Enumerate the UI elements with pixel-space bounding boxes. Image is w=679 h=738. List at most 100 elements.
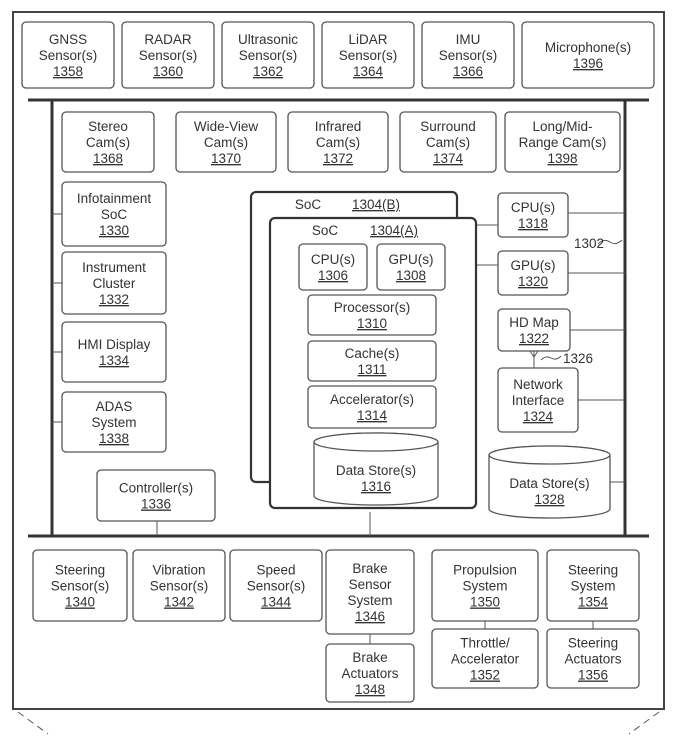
radar-label: Sensor(s) <box>139 48 198 63</box>
stereo-label: Stereo <box>88 119 128 134</box>
gpu-label: GPU(s) <box>511 258 556 273</box>
vibration-box <box>132 549 226 622</box>
soc-gpu-block: GPU(s)1308 <box>376 243 446 291</box>
hdmap-box <box>497 308 571 352</box>
throttle-label: Accelerator <box>451 652 520 667</box>
gnss-label: GNSS <box>49 32 87 47</box>
brake-sensor-label: Brake <box>352 561 387 576</box>
adas-box <box>61 391 167 453</box>
hmi-ref: 1334 <box>99 353 130 368</box>
controller-box <box>96 469 216 522</box>
propulsion-label: Propulsion <box>453 563 517 578</box>
lidar-label: Sensor(s) <box>339 48 398 63</box>
gpu-box <box>497 250 569 296</box>
surround-ref: 1374 <box>433 151 464 166</box>
soc-datastore-cylinder-top <box>313 432 439 452</box>
component-blocks: GNSSSensor(s)1358RADARSensor(s)1360Ultra… <box>21 21 655 703</box>
longmid-block: Long/Mid-Range Cam(s)1398 <box>504 111 621 173</box>
network-label: Interface <box>512 393 565 408</box>
lidar-box <box>321 21 415 89</box>
instrument-box <box>61 251 167 315</box>
microphone-block: Microphone(s)1396 <box>521 21 655 89</box>
radar-box <box>121 21 215 89</box>
cpu-label: CPU(s) <box>511 200 555 215</box>
ultrasonic-box <box>221 21 315 89</box>
steering-system-label: Steering <box>568 563 618 578</box>
vehicle-frame <box>12 11 665 710</box>
surround-label: Cam(s) <box>426 135 470 150</box>
longmid-box <box>504 111 621 173</box>
ultrasonic-ref: 1362 <box>253 64 283 79</box>
wideview-ref: 1370 <box>211 151 241 166</box>
imu-label: IMU <box>456 32 481 47</box>
steering-act-box <box>546 628 640 689</box>
accelerator-box <box>307 385 437 429</box>
steering-act-label: Actuators <box>564 652 621 667</box>
soc-gpu-ref: 1308 <box>396 268 426 283</box>
throttle-ref: 1352 <box>470 668 500 683</box>
brake-sensor-ref: 1346 <box>355 609 385 624</box>
soc-b-ref: 1304(B) <box>352 197 400 212</box>
steering-sensor-ref: 1340 <box>65 595 95 610</box>
imu-box <box>421 21 515 89</box>
microphone-label: Microphone(s) <box>545 40 631 55</box>
gpu-ref: 1320 <box>518 274 548 289</box>
steering-sensor-box <box>32 549 128 622</box>
antenna-reference-label: 1326 <box>563 351 593 366</box>
longmid-label: Long/Mid- <box>532 119 592 134</box>
speed-label: Speed <box>256 563 295 578</box>
steering-sensor-label: Sensor(s) <box>51 579 110 594</box>
network-label: Network <box>513 377 563 392</box>
processor-label: Processor(s) <box>334 300 411 315</box>
gnss-ref: 1358 <box>53 64 83 79</box>
network-ref: 1324 <box>523 409 554 424</box>
cache-block: Cache(s)1311 <box>307 340 437 382</box>
hdmap-label: HD Map <box>509 315 559 330</box>
adas-label: ADAS <box>96 399 133 414</box>
soc-cpu-label: CPU(s) <box>311 252 355 267</box>
instrument-label: Cluster <box>93 276 136 291</box>
steering-system-ref: 1354 <box>578 595 609 610</box>
throttle-box <box>431 628 539 689</box>
controller-label: Controller(s) <box>119 481 193 496</box>
lidar-label: LiDAR <box>348 32 387 47</box>
infrared-label: Infrared <box>315 119 362 134</box>
wideview-label: Cam(s) <box>204 135 248 150</box>
gpu-block: GPU(s)1320 <box>497 250 569 296</box>
propulsion-label: System <box>462 579 507 594</box>
speed-ref: 1344 <box>261 595 292 610</box>
surround-label: Surround <box>420 119 476 134</box>
datastore-cylinder-top <box>488 445 611 465</box>
steering-system-box <box>546 549 640 622</box>
stereo-ref: 1368 <box>93 151 123 166</box>
speed-label: Sensor(s) <box>247 579 306 594</box>
ultrasonic-label: Sensor(s) <box>239 48 298 63</box>
propulsion-ref: 1350 <box>470 595 500 610</box>
cpu-ref: 1318 <box>518 216 548 231</box>
wideview-box <box>175 111 277 173</box>
cpu-box <box>497 192 569 238</box>
brake-act-box <box>325 643 415 703</box>
vibration-ref: 1342 <box>164 595 194 610</box>
infotainment-label: Infotainment <box>77 191 152 206</box>
brake-sensor-box <box>325 549 415 635</box>
steering-sensor-label: Steering <box>55 563 105 578</box>
imu-label: Sensor(s) <box>439 48 498 63</box>
controller-block: Controller(s)1336 <box>96 469 216 522</box>
brake-act-label: Brake <box>352 650 387 665</box>
frame-dash-left <box>17 711 49 735</box>
